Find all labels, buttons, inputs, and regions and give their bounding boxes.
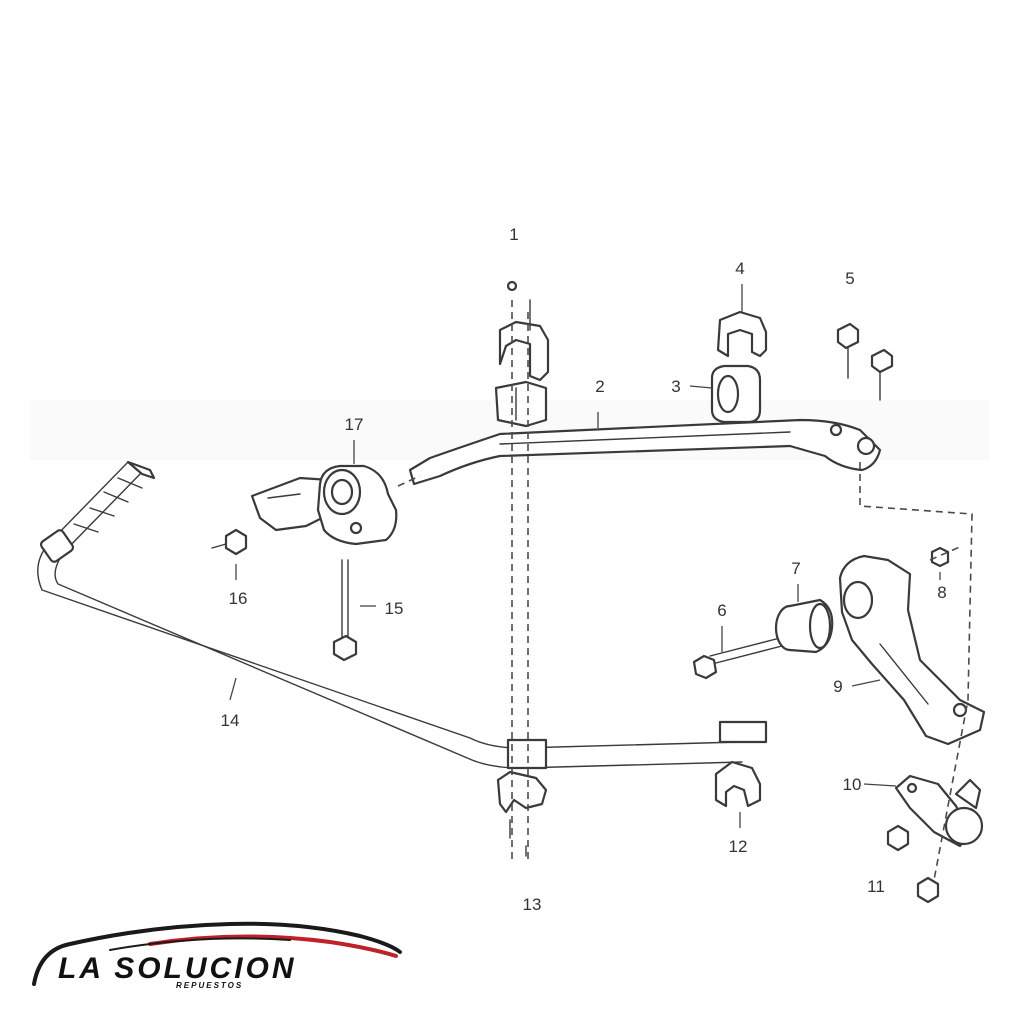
clamp-bracket-top [494, 280, 550, 428]
bushing-7 [774, 598, 834, 654]
callout-16: 16 [229, 589, 248, 608]
brand-logo: LA SOLUCION REPUESTOS [32, 921, 402, 990]
callout-1: 1 [509, 225, 518, 244]
bracket-12 [714, 760, 762, 808]
callout-5: 5 [845, 269, 854, 288]
callout-8: 8 [937, 583, 946, 602]
bushing-3 [710, 364, 762, 424]
callout-10: 10 [843, 775, 862, 794]
callout-4: 4 [735, 259, 744, 278]
callout-14: 14 [221, 711, 240, 730]
callout-9: 9 [833, 677, 842, 696]
control-arm-9 [838, 554, 986, 746]
logo-brand-text: LA SOLUCION [58, 952, 297, 985]
callout-labels: 1 2 3 4 5 6 7 8 9 10 11 12 13 14 15 16 1… [221, 225, 947, 914]
logo-tagline-text: REPUESTOS [176, 981, 243, 990]
bolt-15 [332, 559, 358, 662]
nut-8 [930, 546, 950, 568]
callout-3: 3 [671, 377, 680, 396]
bracket-4 [716, 310, 768, 358]
callout-12: 12 [729, 837, 748, 856]
assembly-lines [397, 300, 973, 881]
callout-7: 7 [791, 559, 800, 578]
leader-lines [229, 284, 941, 828]
mount-bracket-17 [250, 464, 398, 546]
callout-6: 6 [717, 601, 726, 620]
callout-11: 11 [867, 877, 885, 896]
stabilizer-bar [37, 460, 768, 770]
bolt-5 [836, 322, 894, 401]
callout-17: 17 [345, 415, 364, 434]
bolt-6 [692, 637, 783, 680]
ball-joint-11 [886, 774, 984, 904]
callout-2: 2 [595, 377, 604, 396]
callout-13: 13 [523, 895, 542, 914]
nut-16 [211, 528, 248, 556]
callout-15: 15 [385, 599, 404, 618]
clamp-bracket-bottom [496, 770, 548, 857]
